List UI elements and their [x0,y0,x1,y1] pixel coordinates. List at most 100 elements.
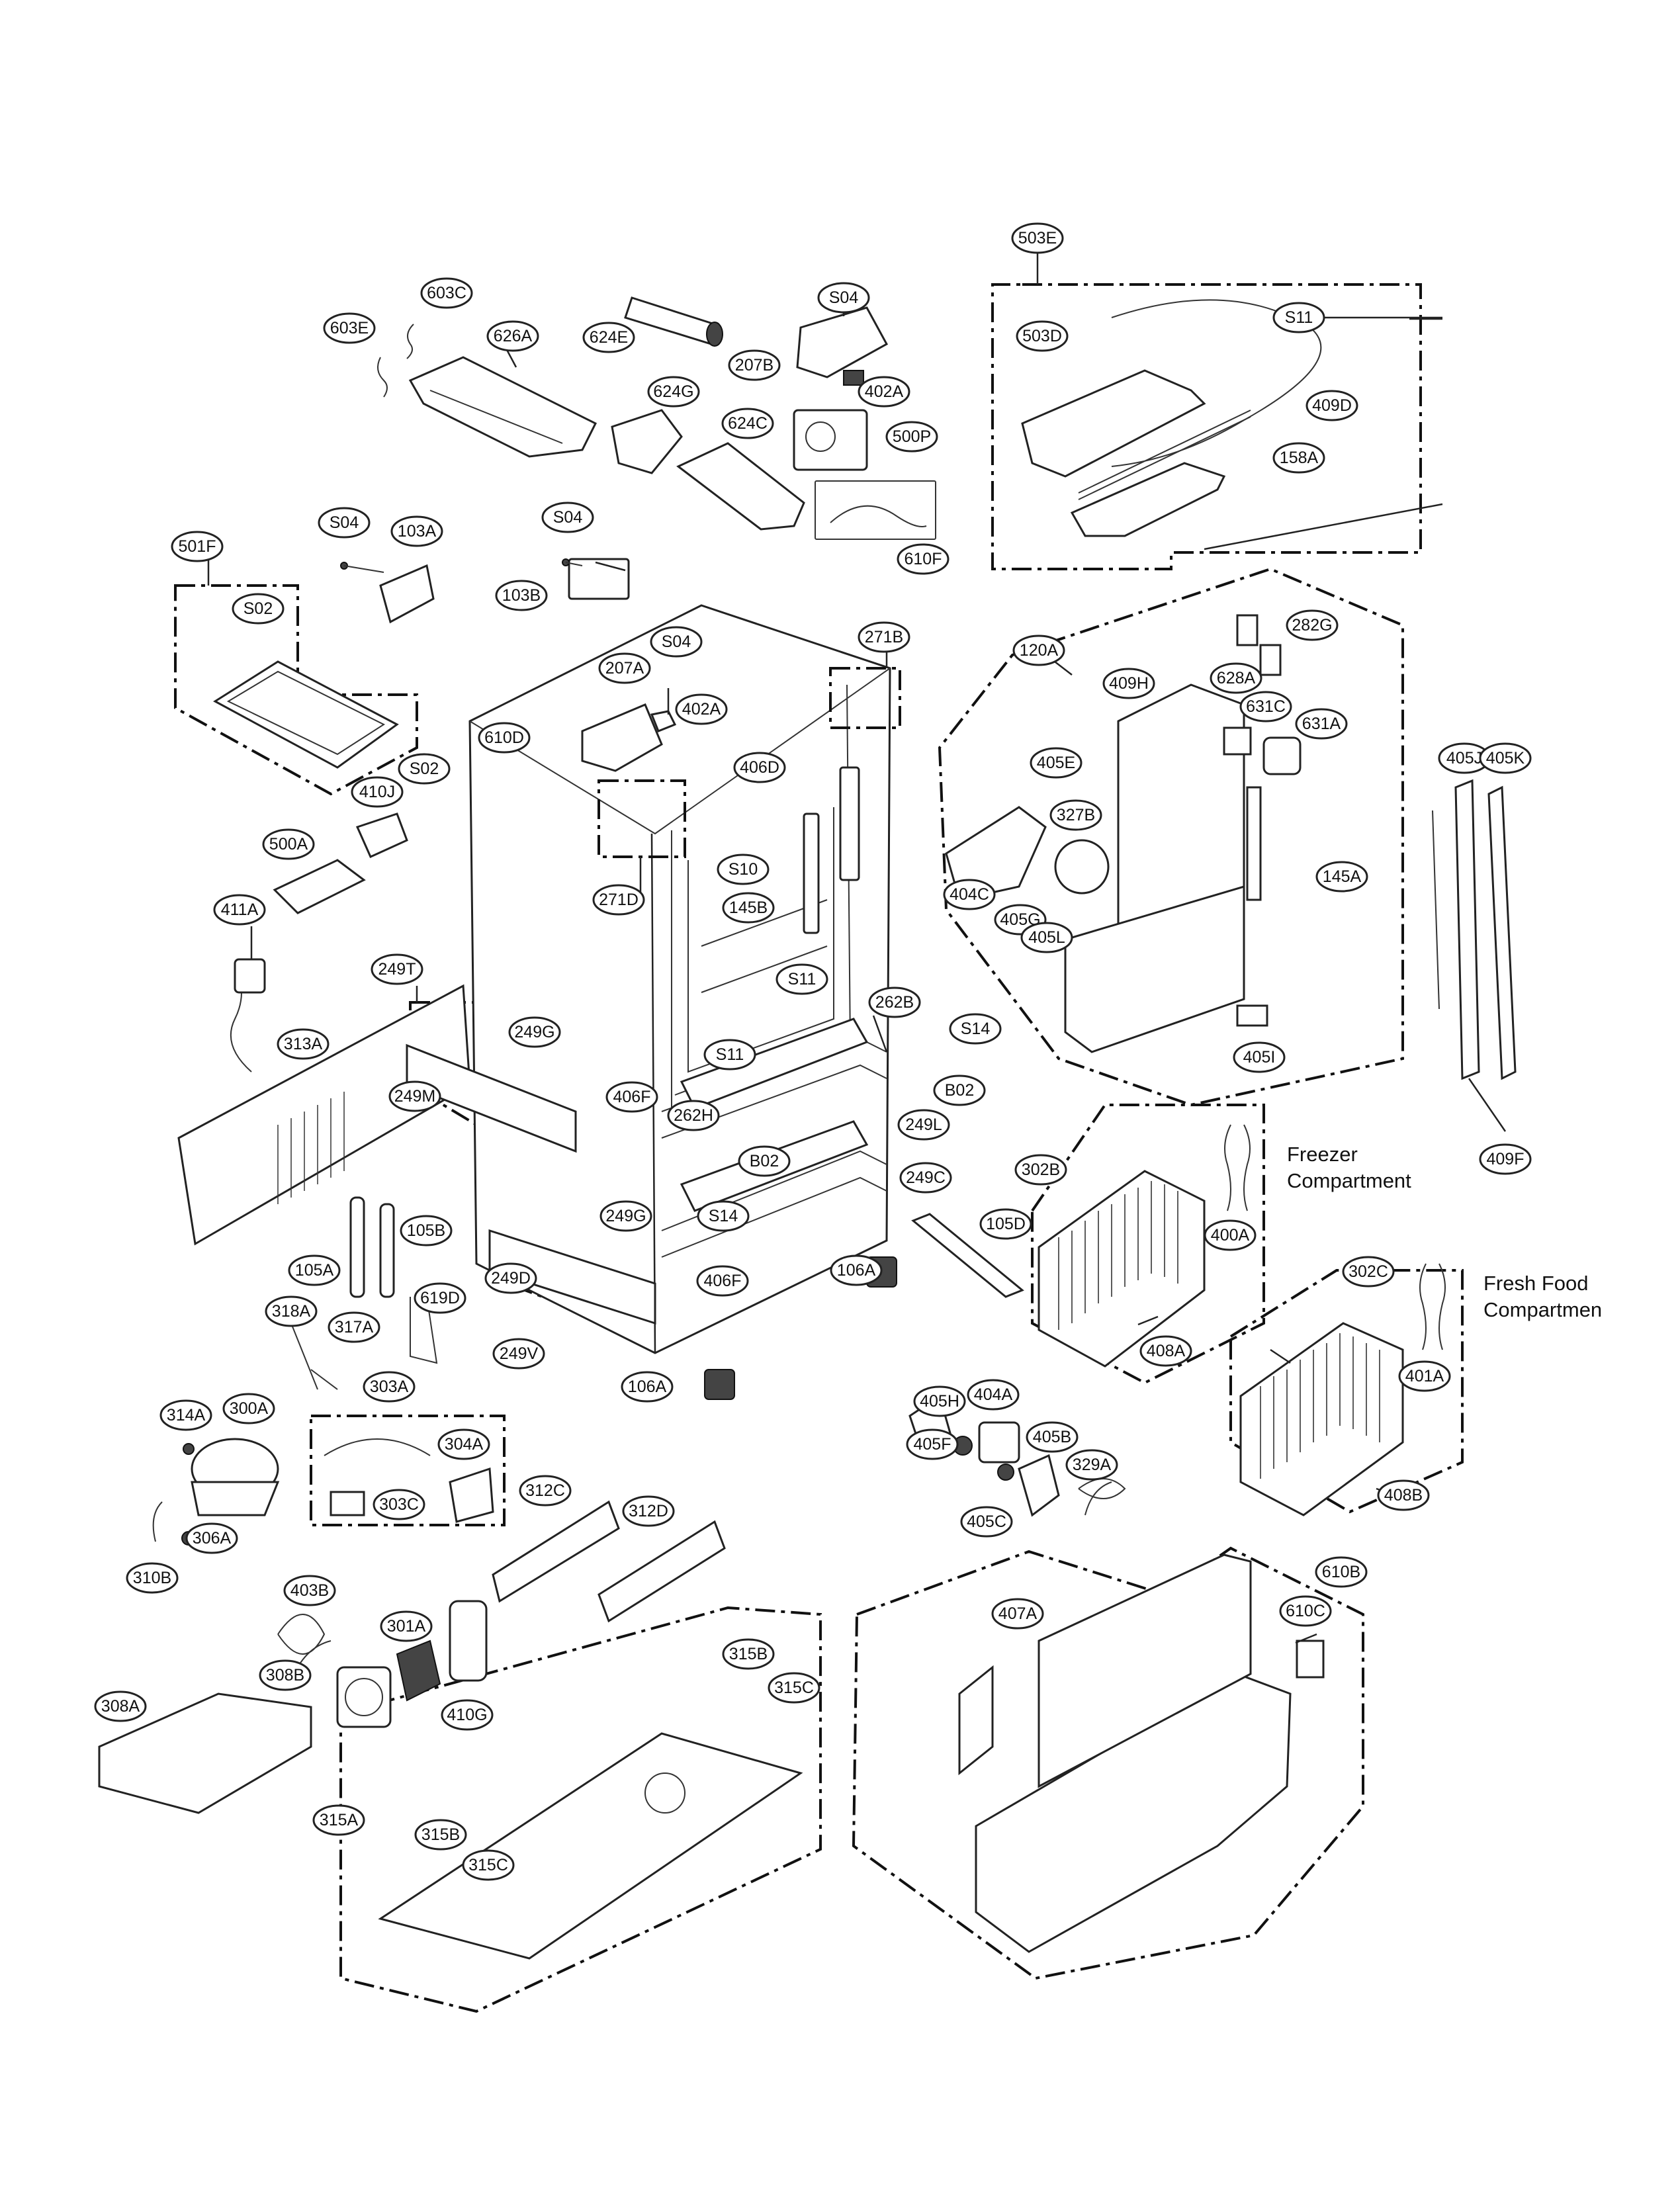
callout-bubble [1233,1041,1286,1073]
callout-label: 408B [1384,1486,1423,1505]
callout-312c: 312C [519,1475,572,1507]
callout-s11: S11 [703,1039,756,1071]
callout-406d: 406D [733,752,786,783]
callout-bubble [775,963,828,995]
callout-label: 314A [167,1406,206,1424]
callout-label: 501F [179,537,216,556]
callout-bubble [599,1200,652,1232]
callout-bubble [323,312,376,344]
callout-label: 105D [986,1215,1026,1233]
callout-315c: 315C [462,1849,515,1881]
callout-bubble [484,1262,537,1294]
callout-label: 610B [1322,1563,1360,1581]
callout-bubble [351,776,404,808]
callout-bubble [647,376,700,408]
callout-label: 271B [865,628,903,646]
callout-bubble [1030,747,1083,779]
callout-label: 310B [133,1569,171,1587]
callout-label: B02 [945,1081,974,1100]
callout-400a: 400A [1204,1219,1257,1251]
callout-bubble [697,1200,750,1232]
callout-label: 409D [1312,396,1352,415]
callout-410j: 410J [351,776,404,808]
callout-405e: 405E [1030,747,1083,779]
callout-409h: 409H [1102,668,1155,699]
callout-bubble [1295,708,1348,740]
callout-bubble [605,1081,658,1113]
callout-249d: 249D [484,1262,537,1294]
callout-bubble [159,1399,212,1431]
callout-bubble [441,1699,494,1731]
callout-label: 315B [421,1825,460,1844]
callout-302c: 302C [1342,1256,1395,1288]
callout-bubble [363,1371,416,1403]
callout-bubble [1305,390,1358,421]
callout-610b: 610B [1315,1556,1368,1588]
callout-bubble [437,1428,490,1460]
callout-label: 302B [1022,1160,1060,1179]
callout-405k: 405K [1479,742,1532,774]
callout-label: 403B [290,1581,329,1600]
outline-fresh-evap [1229,1269,1464,1514]
freezer-caption-line1: Freezer [1287,1143,1358,1166]
callout-500a: 500A [262,828,315,860]
callout-bubble [283,1575,336,1606]
callout-bubble [495,580,548,611]
callout-bubble [259,1659,312,1691]
callout-label: 407A [998,1604,1038,1623]
callout-label: 207B [735,356,774,374]
callout-label: 631A [1302,715,1341,733]
callout-label: 312C [525,1481,565,1500]
callout-label: B02 [750,1152,779,1170]
callout-404a: 404A [967,1379,1020,1411]
callout-bubble [1239,691,1292,722]
callout-label: 405I [1243,1048,1276,1067]
callout-308b: 308B [259,1659,312,1691]
callout-262h: 262H [667,1100,720,1131]
callout-bubble [288,1254,341,1286]
callout-207a: 207A [598,652,651,684]
callout-bubble [817,282,870,314]
callout-158a: 158A [1272,442,1325,474]
callout-label: 207A [605,659,644,678]
callout-bubble [722,1638,775,1670]
callout-402a: 402A [858,376,910,408]
callout-bubble [899,1162,952,1194]
callout-label: 308A [101,1697,140,1716]
callout-label: 106A [837,1261,876,1280]
callout-bubble [171,531,224,562]
callout-bubble [232,593,285,625]
callout-bubble [371,953,423,985]
callout-label: 327B [1057,806,1095,824]
callout-s14: S14 [949,1013,1002,1045]
callout-315c: 315C [768,1672,820,1704]
callout-249g: 249G [599,1200,652,1232]
callout-329a: 329A [1065,1449,1118,1481]
callout-label: S11 [788,970,817,988]
callout-label: 409H [1109,674,1149,693]
callout-label: 329A [1073,1456,1112,1474]
callout-label: S14 [961,1020,991,1038]
outline-303A [310,1415,506,1526]
callout-313a: 313A [277,1028,330,1060]
callout-label: 406D [740,758,779,777]
callout-106a: 106A [830,1254,883,1286]
outline-610B [852,1546,1364,1980]
callout-bubble [1342,1256,1395,1288]
callout-label: 624G [653,382,693,401]
callout-s11: S11 [775,963,828,995]
callout-405l: 405L [1020,922,1073,953]
callout-bubble [486,320,539,352]
callout-bubble [621,1371,674,1403]
callout-label: 405C [967,1512,1006,1531]
callout-408b: 408B [1377,1479,1430,1511]
callout-624e: 624E [582,322,635,353]
callout-603c: 603C [420,277,473,309]
callout-bubble [943,879,996,910]
callout-label: 405E [1037,754,1075,772]
callout-401a: 401A [1398,1360,1451,1392]
callout-bubble [185,1522,238,1554]
callout-label: S14 [709,1207,738,1225]
callout-label: 145A [1323,867,1362,886]
